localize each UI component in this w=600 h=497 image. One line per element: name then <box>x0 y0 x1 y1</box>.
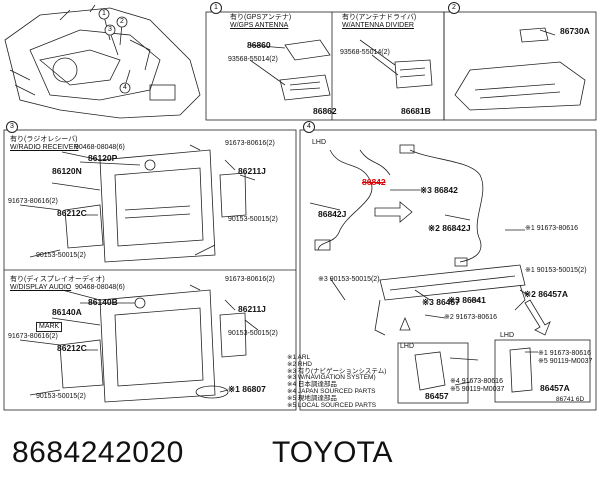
legend-line: ※4 日本調達部品 <box>287 381 337 389</box>
part-86681B[interactable]: 86681B <box>401 106 431 116</box>
gps-antenna-title-jp: 有り(GPSアンテナ) <box>230 14 292 21</box>
panel-4-lhd-3: LHD <box>400 343 415 350</box>
panel-4-border <box>299 129 597 411</box>
part-86841[interactable]: ※3 86841 <box>448 295 486 305</box>
part-90153-b[interactable]: 90153-50015(2) <box>36 252 86 259</box>
callout-2-circle <box>116 16 128 28</box>
parts-diagram <box>3 4 597 411</box>
part-90153-f[interactable]: ※3 90153-50015(2) <box>318 276 380 283</box>
part-86807[interactable]: ※1 86807 <box>228 384 266 394</box>
part-91673-a[interactable]: 91673-80616(2) <box>225 140 275 147</box>
panel-4-number: 4 <box>303 121 315 133</box>
legend-line: ※3 W/NAVIGATION SYSTEM) <box>287 374 376 382</box>
legend-line: ※5 現地調達部品 <box>287 394 337 402</box>
callout-4[interactable]: 4 <box>123 84 127 91</box>
radio-receiver-part <box>64 149 247 263</box>
callout-1[interactable]: 1 <box>102 10 106 17</box>
overhead-console-part <box>454 27 586 111</box>
part-90153-a[interactable]: 90153-50015(2) <box>228 216 278 223</box>
panel-4-lhd: LHD <box>312 139 327 146</box>
panel-2-border <box>443 11 597 121</box>
part-90119-a[interactable]: ※5 90119-M0037 <box>538 358 593 365</box>
part-91673-f[interactable]: ※2 91673-80616 <box>444 314 497 321</box>
panel-2-number: 2 <box>448 2 460 14</box>
part-86212C-2[interactable]: 86212C <box>57 343 87 353</box>
antenna-divider-part <box>394 59 433 89</box>
part-86457A-b[interactable]: 86457A <box>540 383 570 393</box>
callout-2[interactable]: 2 <box>120 18 124 25</box>
part-86457[interactable]: ※3 86457 <box>422 297 460 307</box>
part-90153-d[interactable]: 90153-50015(2) <box>36 393 86 400</box>
callout-3[interactable]: 3 <box>108 26 112 33</box>
legend-line: ※4 JAPAN SOURCED PARTS <box>287 387 376 395</box>
part-93568-a[interactable]: 93568-55014(2) <box>228 56 278 63</box>
legend-line: ※3 有り(ナビゲーションシステム) <box>287 367 387 375</box>
arrow-right <box>374 201 413 223</box>
radio-receiver-title-en: W/RADIO RECEIVER <box>10 144 79 151</box>
brand-caption: TOYOTA <box>272 436 393 469</box>
panel-1-number: 1 <box>210 2 222 14</box>
diagram-ref-code: 86741 6D <box>556 396 585 403</box>
wiring-harness-part <box>314 144 484 267</box>
part-86457-b[interactable]: 86457 <box>425 391 449 401</box>
part-86862[interactable]: 86862 <box>313 106 337 116</box>
panel-4-lhd-2: LHD <box>500 332 515 339</box>
part-91673-b[interactable]: 91673-80616(2) <box>8 198 58 205</box>
part-90153-c[interactable]: 90153-50015(2) <box>228 330 278 337</box>
part-86120P[interactable]: 86120P <box>88 153 118 163</box>
radio-receiver-title-jp: 有り(ラジオレシーバ) <box>10 136 78 143</box>
part-86212C[interactable]: 86212C <box>57 208 87 218</box>
part-86860[interactable]: 86860 <box>247 40 271 50</box>
callout-3-circle <box>104 24 116 36</box>
part-86140B[interactable]: 86140B <box>88 297 118 307</box>
part-86842-highlight[interactable]: 86842 <box>362 177 386 187</box>
display-audio-title-jp: 有り(ディスプレイオーディオ) <box>10 276 105 283</box>
vehicle-interior-illustration <box>4 4 201 119</box>
display-audio-title-en: W/DISPLAY AUDIO <box>10 284 72 291</box>
panel-3-number: 3 <box>6 121 18 133</box>
part-91673-c[interactable]: 91673-80616(2) <box>225 276 275 283</box>
part-86842J-2[interactable]: ※2 86842J <box>428 223 471 233</box>
callout-4-circle <box>119 82 131 94</box>
part-90468-a[interactable]: 90468-08048(6) <box>75 144 125 151</box>
part-91673-h[interactable]: ※4 91673-80616 <box>450 378 503 385</box>
part-86730A[interactable]: 86730A <box>560 26 590 36</box>
part-86120N[interactable]: 86120N <box>52 166 82 176</box>
footnote-legend: ※1 ARL ※2 RHD ※3 有り(ナビゲーションシステム) ※3 W/NA… <box>287 354 387 409</box>
part-86211J-2[interactable]: 86211J <box>238 304 266 314</box>
part-90468-b[interactable]: 90468-08048(6) <box>75 284 125 291</box>
antenna-divider-title-en: W/ANTENNA DIVIDER <box>342 22 414 29</box>
legend-line: ※1 ARL <box>287 354 311 361</box>
part-86457A[interactable]: ※2 86457A <box>524 289 568 299</box>
legend-line: ※2 RHD <box>287 360 312 368</box>
mark-label: MARK <box>36 322 63 332</box>
gps-antenna-title-en: W/GPS ANTENNA <box>230 22 289 29</box>
arrow-up <box>524 299 551 336</box>
part-91673-e[interactable]: ※1 91673-80616 <box>525 225 578 232</box>
part-86842J[interactable]: 86842J <box>318 209 347 219</box>
part-86140A[interactable]: 86140A <box>52 307 82 317</box>
part-90119-b[interactable]: ※5 90119-M0037 <box>450 386 505 393</box>
part-90153-e[interactable]: ※1 90153-50015(2) <box>525 267 587 274</box>
part-93568-b[interactable]: 93568-55014(2) <box>340 49 390 56</box>
part-86842[interactable]: ※3 86842 <box>420 185 458 195</box>
antenna-divider-title-jp: 有り(アンテナドライバ) <box>342 14 417 21</box>
lhd-brackets <box>397 339 591 404</box>
callout-1-circle <box>98 8 110 20</box>
part-91673-g[interactable]: ※1 91673-80616 <box>538 350 591 357</box>
legend-line: ※5 LOCAL SOURCED PARTS <box>287 401 377 409</box>
part-number-caption: 8684242020 <box>12 436 184 469</box>
part-86211J[interactable]: 86211J <box>238 166 266 176</box>
part-91673-d[interactable]: 91673-80616(2) <box>8 333 58 340</box>
navigation-module-part <box>374 264 526 336</box>
gps-antenna-part <box>279 39 331 101</box>
